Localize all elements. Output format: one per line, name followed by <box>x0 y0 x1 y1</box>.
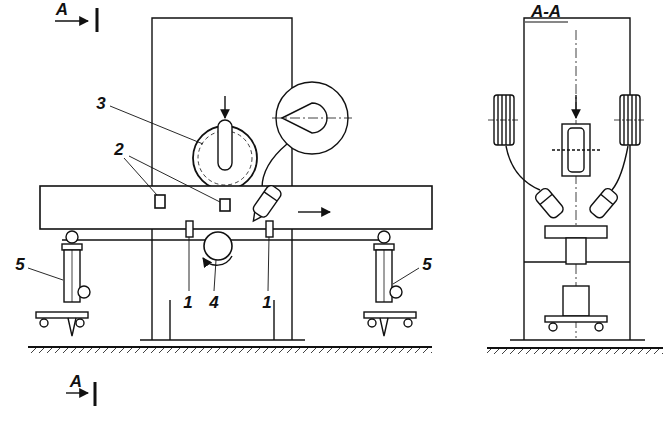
callout-number: 3 <box>94 94 107 113</box>
leader-lines <box>28 106 419 291</box>
callout-number: 2 <box>112 140 125 159</box>
callout-number: 4 <box>207 293 220 312</box>
main-view <box>28 8 432 406</box>
support-jack <box>364 231 416 336</box>
section-mark: A <box>54 0 70 19</box>
section-title: A-A <box>529 2 563 21</box>
support-jack <box>36 231 90 336</box>
section-mark: A <box>68 372 84 391</box>
callout-number: 1 <box>181 293 194 312</box>
callout-number: 5 <box>13 255 26 274</box>
callout-number: 1 <box>260 293 273 312</box>
section-view <box>487 18 663 354</box>
callout-number: 5 <box>420 255 433 274</box>
